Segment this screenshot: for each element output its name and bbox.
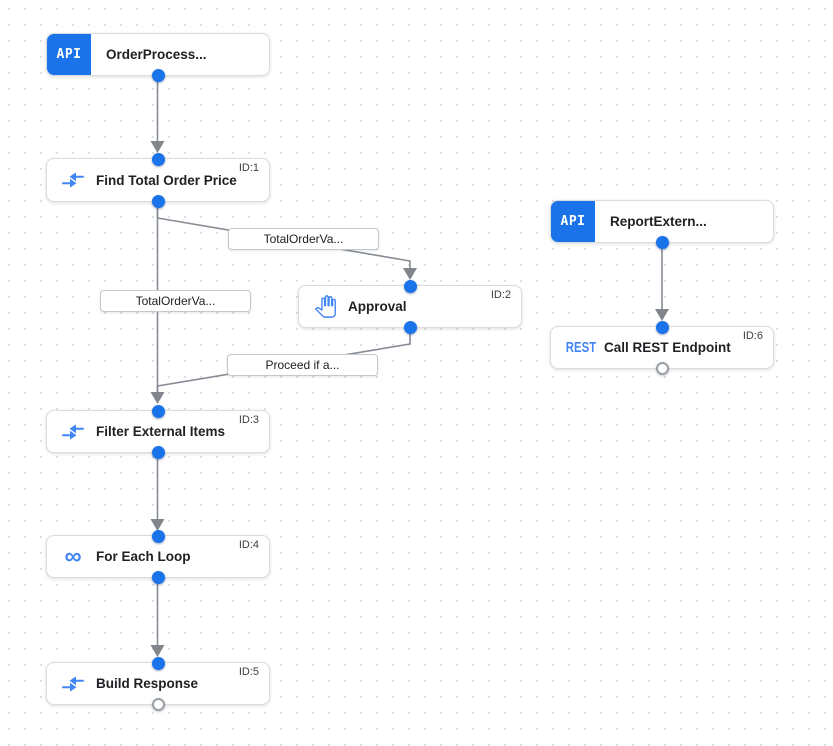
edge-label-find-to-filter[interactable]: TotalOrderVa...	[100, 290, 251, 312]
output-port-open[interactable]	[151, 697, 165, 711]
task-node-for-each-loop[interactable]: ∞ For Each Loop ID:4	[46, 529, 270, 584]
data-mapping-icon	[60, 671, 86, 697]
output-port[interactable]	[151, 194, 165, 208]
task-node-filter-external-items[interactable]: Filter External Items ID:3	[46, 404, 270, 459]
edge-label-find-to-approval[interactable]: TotalOrderVa...	[228, 228, 379, 250]
arrowhead-icon	[655, 309, 669, 321]
trigger-node-order-process[interactable]: API OrderProcess...	[46, 33, 270, 82]
edge-label-approval-to-filter[interactable]: Proceed if a...	[227, 354, 378, 376]
arrowhead-icon	[150, 519, 165, 531]
arrowhead-icon	[150, 141, 165, 153]
input-port[interactable]	[151, 152, 165, 166]
data-mapping-icon	[60, 167, 86, 193]
task-id-badge: ID:2	[490, 289, 511, 301]
task-id-badge: ID:1	[238, 162, 259, 174]
api-trigger-icon: API	[47, 34, 91, 75]
task-id-badge: ID:6	[742, 330, 763, 342]
api-trigger-icon: API	[551, 201, 595, 242]
task-id-badge: ID:5	[238, 666, 259, 678]
input-port[interactable]	[151, 529, 165, 543]
output-port[interactable]	[655, 235, 669, 249]
output-port[interactable]	[151, 68, 165, 82]
output-port[interactable]	[151, 570, 165, 584]
task-label: Find Total Order Price	[96, 172, 237, 188]
task-id-badge: ID:4	[238, 539, 259, 551]
for-each-loop-icon: ∞	[64, 542, 82, 570]
arrowhead-icon	[403, 268, 417, 280]
arrowhead-icon	[150, 645, 165, 657]
output-port[interactable]	[403, 320, 417, 334]
input-port[interactable]	[151, 656, 165, 670]
input-port[interactable]	[403, 279, 417, 293]
output-port-open[interactable]	[655, 361, 669, 375]
edge-label-text: Proceed if a...	[265, 358, 340, 372]
input-port[interactable]	[655, 320, 669, 334]
trigger-node-report-extern[interactable]: API ReportExtern...	[550, 200, 774, 249]
task-node-call-rest-endpoint[interactable]: REST Call REST Endpoint ID:6	[550, 320, 774, 375]
task-node-approval[interactable]: Approval ID:2	[298, 279, 522, 334]
trigger-label: OrderProcess...	[106, 47, 207, 62]
task-label: For Each Loop	[96, 549, 191, 564]
trigger-label: ReportExtern...	[610, 214, 707, 229]
edge-label-text: TotalOrderVa...	[135, 294, 216, 308]
arrowhead-icon	[150, 392, 165, 404]
task-label: Approval	[348, 299, 407, 314]
input-port[interactable]	[151, 404, 165, 418]
task-label: Call REST Endpoint	[604, 340, 731, 355]
data-mapping-icon	[60, 419, 86, 445]
task-id-badge: ID:3	[238, 414, 259, 426]
task-label: Build Response	[96, 676, 199, 691]
task-label: Filter External Items	[96, 424, 226, 439]
task-node-find-total-order-price[interactable]: Find Total Order Price ID:1	[46, 152, 270, 208]
approval-hand-icon	[312, 294, 338, 320]
edge-label-text: TotalOrderVa...	[263, 232, 344, 246]
task-node-build-response[interactable]: Build Response ID:5	[46, 656, 270, 711]
output-port[interactable]	[151, 445, 165, 459]
rest-task-icon: REST	[565, 339, 597, 356]
